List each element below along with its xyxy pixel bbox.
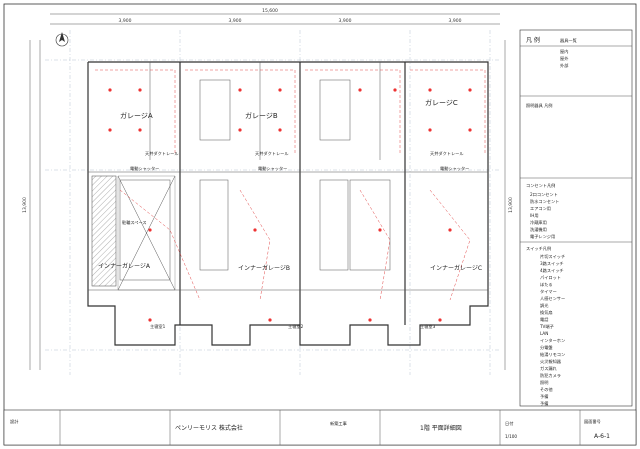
- garage-label-b: ガレージB: [245, 111, 278, 120]
- switch-row-20: 予備: [540, 393, 548, 400]
- parking-hatch-area: [91, 175, 117, 287]
- legend-row-0: 器具一覧: [560, 37, 577, 44]
- project-label: 新築工事: [330, 420, 347, 427]
- top-segment-1: 3,900: [119, 18, 132, 24]
- legend-row-1: 屋内: [560, 48, 568, 55]
- inner-garage-label-c: インナーガレージC: [430, 264, 482, 272]
- switch-row-10: TV端子: [539, 323, 554, 330]
- switch-row-4: ほたる: [540, 282, 553, 288]
- switch-row-5: タイマー: [540, 288, 557, 295]
- legend-row-3: 外部: [560, 62, 568, 69]
- switch-row-12: インターホン: [540, 337, 565, 344]
- main-bedroom-label-2: 主寝室2: [288, 323, 304, 329]
- drawing-title: 1階 平面詳細図: [420, 424, 462, 432]
- switch-row-19: その他: [540, 386, 553, 393]
- ceiling-rail-label-b: 天井ダクトレール: [255, 150, 289, 157]
- light-fixtures: [108, 88, 472, 322]
- stamp-label: 設計: [10, 418, 18, 425]
- switch-row-16: ガス漏れ: [540, 365, 558, 372]
- switch-row-13: 分電盤: [540, 344, 553, 351]
- date-label: 日付: [505, 420, 513, 427]
- top-total-dimension: 15,600: [262, 8, 278, 14]
- switch-row-14: 給湯リモコン: [540, 351, 565, 358]
- outlet-row-0: 2口コンセント: [530, 192, 558, 197]
- switch-row-8: 換気扇: [540, 309, 553, 316]
- legend-row-2: 屋外: [560, 55, 569, 62]
- switch-row-0: 片切スイッチ: [540, 253, 565, 260]
- outlet-row-2: エアコン用: [530, 206, 551, 212]
- shutter-label-a: 電動シャッター: [130, 165, 159, 172]
- title-block: 設計 ペンリーモリス 株式会社 新築工事 1階 平面詳細図 日付 1/100 図…: [3, 409, 637, 446]
- switch-row-21: 予備: [540, 400, 548, 407]
- sheet-number: A-6-1: [594, 433, 610, 440]
- switch-row-1: 3路スイッチ: [540, 260, 564, 267]
- switch-row-11: LAN: [540, 331, 548, 336]
- ceiling-rail-label-c: 天井ダクトレール: [430, 150, 464, 157]
- switch-row-6: 人感センサー: [540, 295, 565, 302]
- switch-row-3: パイロット: [540, 275, 561, 280]
- sheet-number-label: 図面番号: [584, 418, 601, 425]
- outlet-row-3: IH用: [530, 213, 539, 219]
- top-segment-4: 3,900: [449, 18, 462, 24]
- legend-switch-title: スイッチ凡例: [526, 245, 551, 252]
- switch-row-17: 防犯カメラ: [540, 372, 561, 379]
- switch-list: 片切スイッチ 3路スイッチ 4路スイッチ パイロット ほたる タイマー 人感セン…: [539, 253, 565, 407]
- electrical-wiring: [95, 69, 486, 301]
- top-dimensions: 15,600 3,900 3,900 3,900 3,900: [50, 8, 500, 25]
- scale-value: 1/100: [505, 434, 517, 439]
- legend-panel: 凡 例 器具一覧 屋内 屋外 外部 照明器具 凡例 コンセント凡例 2口コンセン…: [519, 29, 633, 407]
- building-walls: [87, 61, 489, 346]
- switch-row-15: 火災報知器: [540, 358, 562, 365]
- parking-space-label: 駐輪スペース: [122, 219, 147, 226]
- legend-header: 凡 例: [526, 36, 540, 44]
- ceiling-rail-label-a: 天井ダクトレール: [145, 150, 179, 157]
- side-dimensions: 13,900 13,900: [22, 40, 514, 370]
- legend-lighting-title: 照明器具 凡例: [526, 102, 552, 109]
- legend-outlet-title: コンセント凡例: [526, 182, 555, 189]
- main-bedroom-label-1: 主寝室1: [150, 323, 166, 329]
- outlet-row-4: 冷蔵庫用: [530, 219, 547, 226]
- switch-row-9: 電話: [540, 316, 548, 323]
- left-total-dimension: 13,900: [22, 197, 28, 213]
- company-name: ペンリーモリス 株式会社: [175, 424, 243, 432]
- room-labels: ガレージA ガレージB ガレージC インナーガレージA インナーガレージB イン…: [98, 98, 482, 329]
- garage-label-c: ガレージC: [425, 98, 458, 107]
- switch-row-7: 調光: [540, 302, 548, 309]
- shutter-label-c: 電動シャッター: [440, 165, 469, 172]
- outlet-row-5: 洗濯機用: [530, 226, 547, 233]
- top-segment-2: 3,900: [229, 18, 242, 24]
- inner-garage-label-b: インナーガレージB: [238, 264, 290, 272]
- outlet-row-6: 電子レンジ用: [530, 233, 555, 240]
- switch-row-2: 4路スイッチ: [540, 267, 564, 274]
- north-arrow-icon: [55, 32, 69, 47]
- main-bedroom-label-3: 主寝室3: [420, 323, 436, 329]
- outlet-row-1: 防水コンセント: [530, 198, 559, 205]
- garage-label-a: ガレージA: [120, 111, 153, 120]
- switch-row-18: 照明: [540, 380, 548, 386]
- right-total-dimension: 13,900: [508, 197, 514, 213]
- top-segment-3: 3,900: [339, 18, 352, 24]
- inner-garage-label-a: インナーガレージA: [98, 262, 151, 270]
- shutter-label-b: 電動シャッター: [258, 165, 287, 172]
